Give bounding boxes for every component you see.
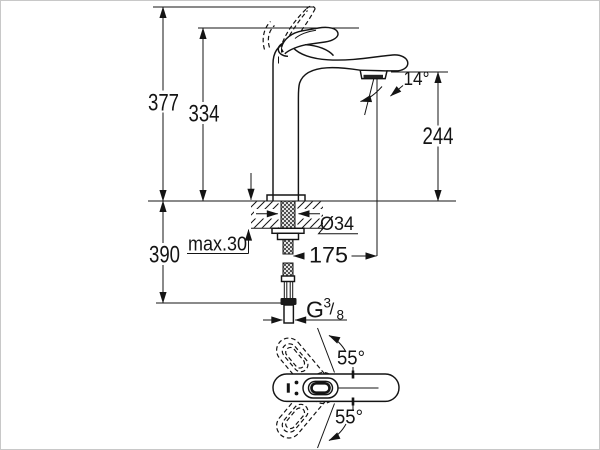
dimension-total-height: 377 (145, 6, 182, 202)
faucet-body (262, 5, 409, 201)
spout-reach-label: 175 (309, 243, 348, 268)
swivel-angle-lower-label: 55° (335, 407, 363, 429)
total-height-label: 377 (148, 90, 179, 117)
faucet-side-view: 14° 377 334 390 244 (145, 5, 458, 324)
thread-size-label: G 3 / 8 (306, 295, 344, 323)
cold-dot (294, 391, 299, 396)
dimension-spout-reach: 175 (293, 243, 377, 268)
extension-lines (153, 6, 448, 304)
max-thickness-label: max.30 (188, 234, 247, 256)
handle-position-lower-dashed (276, 371, 337, 439)
raised-lever-dashed (262, 5, 316, 50)
lever-handle (280, 26, 339, 55)
dimension-outlet-height: 244 (419, 71, 458, 202)
outlet-height-label: 244 (423, 123, 454, 150)
body-height-label: 334 (189, 101, 220, 128)
thread-end-g38 (283, 304, 295, 324)
outlet-angle-construction: 14° (360, 69, 430, 256)
dimension-max-thickness: max.30 (187, 173, 255, 256)
outlet-angle-label: 14° (404, 69, 430, 90)
top-view-body (272, 370, 400, 406)
hot-dot (294, 380, 299, 385)
lever-ring-inner (310, 381, 331, 394)
hose-end-nut (280, 298, 297, 305)
dimension-body-height: 334 (185, 27, 222, 202)
logo-mark (286, 383, 290, 393)
lever-ring-outer (302, 377, 339, 399)
swivel-angle-upper-label: 55° (337, 348, 365, 370)
dimension-hose-length: 390 (145, 200, 183, 304)
hole-diameter-label: Ø34 (320, 214, 354, 235)
dimension-hole-diameter: Ø34 (254, 209, 358, 235)
faucet-top-view: 55° 55° (272, 327, 400, 449)
dimension-thread-size: G 3 / 8 (263, 295, 347, 324)
hose-length-label: 390 (149, 242, 180, 269)
